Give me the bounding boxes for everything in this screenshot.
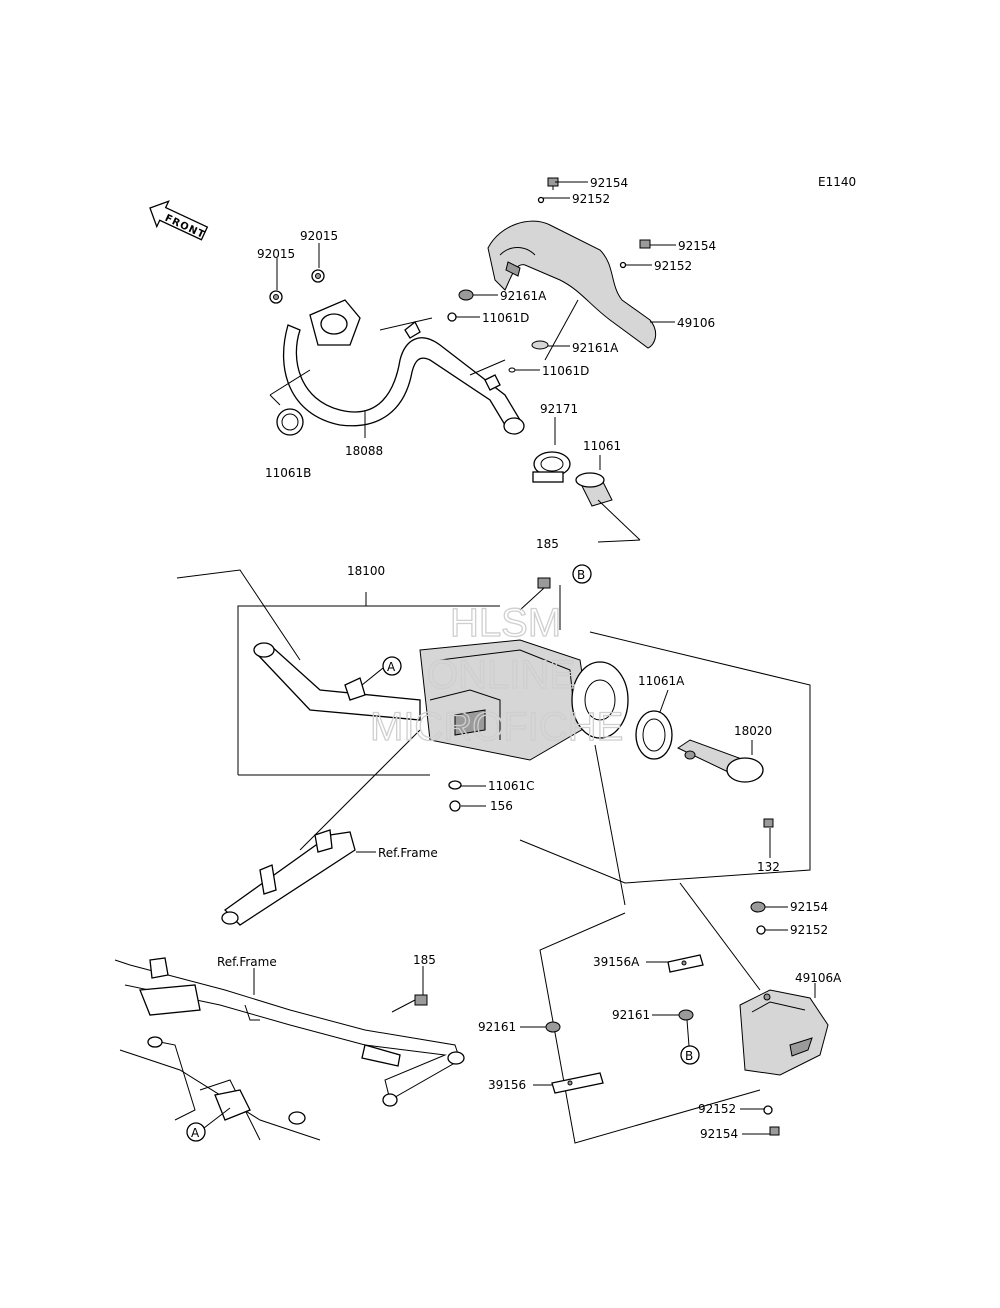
gasket-11061A bbox=[635, 710, 673, 760]
bracket-39156 bbox=[551, 1072, 604, 1094]
clamp-92171 bbox=[532, 451, 571, 483]
label-18020: 18020 bbox=[734, 724, 772, 738]
label-callout-A-top: A bbox=[387, 660, 396, 674]
bolt-132 bbox=[763, 818, 774, 828]
label-callout-B-bottom: B bbox=[685, 1049, 693, 1063]
label-156: 156 bbox=[490, 799, 513, 813]
tail-pipe-18020 bbox=[676, 739, 764, 783]
gasket-11061B bbox=[276, 408, 304, 436]
bolt-92154-d bbox=[769, 1126, 780, 1136]
label-92161A-b: 92161A bbox=[572, 341, 619, 355]
diagram-code: E1140 bbox=[818, 175, 856, 189]
nut-92015-right bbox=[311, 269, 325, 283]
label-92171: 92171 bbox=[540, 402, 578, 416]
washer-92152-a bbox=[537, 196, 545, 204]
label-92154-a: 92154 bbox=[590, 176, 628, 190]
label-185-a: 185 bbox=[536, 537, 559, 551]
bracket-39156A bbox=[667, 954, 704, 973]
label-11061: 11061 bbox=[583, 439, 621, 453]
label-92015-a: 92015 bbox=[257, 247, 295, 261]
label-92161A-a: 92161A bbox=[500, 289, 547, 303]
label-92161-b: 92161 bbox=[478, 1020, 516, 1034]
washer-92152-c bbox=[756, 925, 766, 935]
heat-guard-49106A bbox=[739, 989, 829, 1076]
watermark: HLSM ONLINE MICROFICHE bbox=[369, 600, 624, 749]
heat-guard-49106 bbox=[487, 220, 657, 349]
washer-92152-d bbox=[763, 1105, 773, 1115]
label-11061C: 11061C bbox=[488, 779, 535, 793]
label-11061A: 11061A bbox=[638, 674, 685, 688]
bolt-92154-c bbox=[750, 901, 766, 913]
collar-11061C bbox=[448, 780, 462, 790]
watermark-line-3: MICROFICHE bbox=[370, 705, 623, 749]
frame-bracket-part bbox=[221, 829, 356, 926]
label-ref-frame-b: Ref.Frame bbox=[217, 955, 277, 969]
damper-92161-left bbox=[545, 1021, 561, 1033]
label-18088: 18088 bbox=[345, 444, 383, 458]
label-132: 132 bbox=[757, 860, 780, 874]
collar-11061D-a bbox=[447, 312, 457, 322]
label-92152-a: 92152 bbox=[572, 192, 610, 206]
label-185-b: 185 bbox=[413, 953, 436, 967]
label-92154-c: 92154 bbox=[790, 900, 828, 914]
label-callout-B-top: B bbox=[577, 568, 585, 582]
bolt-92154-b bbox=[639, 239, 651, 249]
collar-11061D-b bbox=[508, 367, 516, 373]
damper-92161A-a bbox=[458, 289, 474, 301]
label-49106A: 49106A bbox=[795, 971, 842, 985]
callout-B-bottom bbox=[680, 1045, 700, 1065]
watermark-line-2: ONLINE bbox=[427, 653, 576, 697]
front-arrow-icon: FRONT bbox=[149, 200, 209, 241]
label-92015-b: 92015 bbox=[300, 229, 338, 243]
bolt-185-a bbox=[519, 577, 551, 611]
label-92152-b: 92152 bbox=[654, 259, 692, 273]
damper-92161-right bbox=[678, 1009, 694, 1021]
label-92154-b: 92154 bbox=[678, 239, 716, 253]
label-ref-frame-a: Ref.Frame bbox=[378, 846, 438, 860]
label-callout-A-bottom: A bbox=[191, 1126, 200, 1140]
label-92152-d: 92152 bbox=[698, 1102, 736, 1116]
callout-A-top bbox=[382, 656, 402, 676]
callout-B-top bbox=[572, 564, 592, 584]
label-11061D-b: 11061D bbox=[542, 364, 589, 378]
bolt-185-b bbox=[391, 994, 428, 1013]
callout-A-bottom bbox=[186, 1122, 206, 1142]
label-11061D-a: 11061D bbox=[482, 311, 529, 325]
label-92152-c: 92152 bbox=[790, 923, 828, 937]
label-11061B: 11061B bbox=[265, 466, 311, 480]
label-92154-d: 92154 bbox=[700, 1127, 738, 1141]
label-49106: 49106 bbox=[677, 316, 715, 330]
gasket-sleeve-11061 bbox=[575, 472, 613, 507]
muffler-18100 bbox=[253, 639, 629, 761]
main-frame bbox=[114, 957, 465, 1141]
nut-92015-left bbox=[269, 290, 283, 304]
label-18100: 18100 bbox=[347, 564, 385, 578]
label-39156A: 39156A bbox=[593, 955, 640, 969]
watermark-line-1: HLSM bbox=[450, 601, 561, 645]
label-39156: 39156 bbox=[488, 1078, 526, 1092]
bolt-92154-a bbox=[547, 177, 559, 190]
header-pipe-18088 bbox=[282, 299, 525, 435]
label-92161-a: 92161 bbox=[612, 1008, 650, 1022]
damper-92161A-b bbox=[531, 340, 549, 350]
washer-92152-b bbox=[619, 261, 627, 269]
nut-156 bbox=[449, 800, 461, 812]
